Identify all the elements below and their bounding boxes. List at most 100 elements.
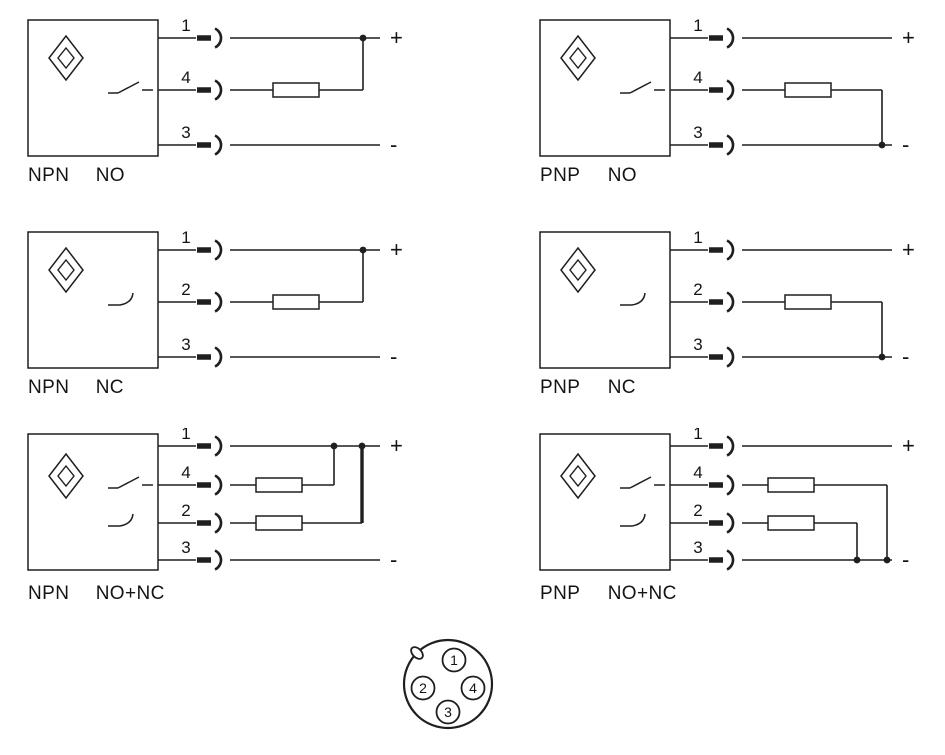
sensor-symbol-inner: [57, 464, 75, 488]
sensor-symbol-inner: [57, 258, 75, 282]
contact-type-label: NO: [607, 165, 637, 186]
pin-number-label: 2: [693, 280, 702, 299]
sensor-body: [27, 433, 159, 571]
load-resistor: [255, 477, 303, 493]
wire: [117, 476, 140, 489]
contact-type-label: NO: [95, 165, 125, 186]
wire: [629, 81, 652, 94]
connector-plug-arc-icon: [726, 239, 735, 261]
switch-no-symbol: [108, 476, 153, 489]
diagram-svg: 1+43-: [27, 16, 403, 157]
connector-plug-arc-icon: [214, 474, 223, 496]
sensor-symbol-outer: [560, 246, 596, 294]
switch-no-symbol: [620, 81, 665, 94]
minus-terminal-label: -: [902, 547, 909, 572]
connector-pin-1: [441, 647, 467, 673]
sensor-symbol-inner: [569, 46, 587, 70]
load-resistor: [767, 477, 815, 493]
connector-plug-arc-icon: [214, 27, 223, 49]
sensor-symbol-outer: [48, 246, 84, 294]
plus-terminal-label: +: [902, 25, 915, 50]
pin-number-label: 4: [693, 463, 702, 482]
connector-plug-arc-icon: [214, 549, 223, 571]
junction-dot: [358, 442, 366, 450]
connector-pin-2: [410, 675, 436, 701]
connector-plug-arc-icon: [214, 79, 223, 101]
load-resistor: [784, 82, 832, 98]
junction-dot: [330, 442, 338, 450]
pin-number-label: 3: [693, 335, 702, 354]
sensor-body: [539, 19, 671, 157]
sensor-symbol-inner: [569, 258, 587, 282]
wire: [629, 476, 652, 489]
minus-terminal-label: -: [390, 344, 397, 369]
diagram-svg: 1+23-: [539, 228, 915, 369]
plus-terminal-label: +: [390, 25, 403, 50]
load-resistor: [272, 294, 320, 310]
connector-plug-arc-icon: [726, 474, 735, 496]
wire: [117, 81, 140, 94]
connector-outline: [402, 638, 494, 730]
pin-number-label: 1: [693, 16, 702, 35]
minus-terminal-label: -: [390, 132, 397, 157]
connector-plug-arc-icon: [726, 27, 735, 49]
connector-pin-number: 3: [444, 704, 452, 720]
sensor-symbol-outer: [560, 452, 596, 500]
connector-plug-arc-icon: [726, 291, 735, 313]
diagram-caption: PNP NC: [540, 377, 942, 399]
connector-plug-arc-icon: [726, 346, 735, 368]
connector-plug-arc-icon: [214, 239, 223, 261]
plus-terminal-label: +: [390, 237, 403, 262]
switch-nc-symbol: [620, 292, 646, 306]
contact-type-label: NO+NC: [95, 583, 165, 604]
connector-plug-arc-icon: [214, 134, 223, 156]
sensor-symbol-inner: [569, 464, 587, 488]
output-type-label: NPN: [28, 583, 70, 604]
connector-plug-arc-icon: [214, 291, 223, 313]
connector-pin-3: [435, 699, 461, 725]
diagram-svg: 1+423-: [539, 428, 915, 572]
connector-plug-arc-icon: [214, 512, 223, 534]
connector-pin-4: [460, 675, 486, 701]
pin-number-label: 2: [181, 501, 190, 520]
sensor-symbol-inner: [57, 46, 75, 70]
plus-terminal-label: +: [390, 433, 403, 458]
load-resistor: [767, 515, 815, 531]
pin-number-label: 1: [693, 228, 702, 247]
pin-number-label: 2: [181, 280, 190, 299]
diagram-caption: PNP NO: [540, 165, 942, 187]
connector-plug-arc-icon: [214, 346, 223, 368]
switch-nc-symbol: [620, 513, 646, 527]
connector-pin-number: 1: [450, 652, 458, 668]
switch-nc-symbol: [108, 513, 134, 527]
pin-number-label: 1: [693, 428, 702, 443]
output-type-label: PNP: [540, 377, 581, 398]
output-type-label: PNP: [540, 165, 581, 186]
diagram-svg: 1+23-: [27, 228, 403, 369]
contact-type-label: NC: [607, 377, 636, 398]
pin-number-label: 2: [693, 501, 702, 520]
sensor-body: [539, 433, 671, 571]
connector-plug-arc-icon: [726, 549, 735, 571]
sensor-symbol-outer: [48, 452, 84, 500]
pin-number-label: 4: [693, 68, 702, 87]
pin-number-label: 3: [693, 123, 702, 142]
junction-dot: [359, 246, 367, 254]
pin-number-label: 3: [181, 123, 190, 142]
connector-plug-arc-icon: [726, 134, 735, 156]
load-resistor: [784, 294, 832, 310]
pin-number-label: 3: [693, 538, 702, 557]
pin-number-label: 4: [181, 463, 190, 482]
